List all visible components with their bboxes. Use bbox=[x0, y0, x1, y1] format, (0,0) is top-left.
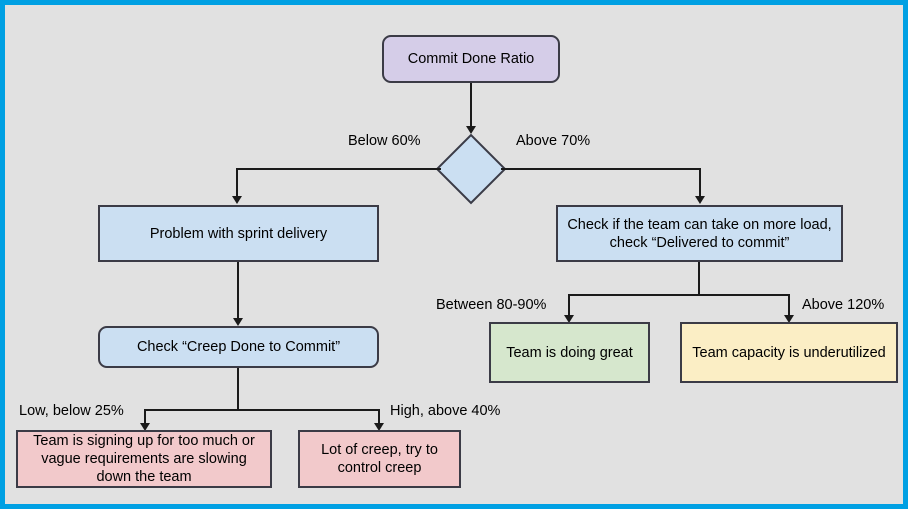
edge-check-creep-left-drop bbox=[144, 409, 146, 426]
node-lot-of-creep[interactable]: Lot of creep, try to control creep bbox=[298, 430, 461, 488]
edge-decision-left-horizontal bbox=[236, 168, 441, 170]
edge-label-between-80-90: Between 80-90% bbox=[436, 297, 547, 313]
node-commit-done-ratio[interactable]: Commit Done Ratio bbox=[382, 35, 560, 83]
arrow-root-to-decision bbox=[466, 126, 476, 134]
edge-decision-right-horizontal bbox=[501, 168, 701, 170]
edge-problem-to-check-creep bbox=[237, 262, 239, 320]
edge-decision-left-vertical bbox=[236, 168, 238, 198]
edge-capacity-left-drop bbox=[568, 294, 570, 317]
edge-capacity-stem bbox=[698, 262, 700, 295]
arrow-to-check-capacity bbox=[695, 196, 705, 204]
arrow-to-lot-of-creep bbox=[374, 423, 384, 431]
edge-capacity-split bbox=[568, 294, 790, 296]
edge-label-above-70: Above 70% bbox=[516, 133, 591, 149]
edge-check-creep-split bbox=[144, 409, 380, 411]
edge-label-above-120: Above 120% bbox=[802, 297, 885, 313]
node-problem-with-sprint-delivery[interactable]: Problem with sprint delivery bbox=[98, 205, 379, 262]
edge-label-high-above-40: High, above 40% bbox=[390, 403, 501, 419]
arrow-to-problem-sprint bbox=[231, 196, 242, 204]
node-decision-diamond[interactable] bbox=[435, 133, 507, 205]
edge-check-creep-right-drop bbox=[378, 409, 380, 426]
node-team-capacity-underutilized[interactable]: Team capacity is underutilized bbox=[680, 322, 898, 383]
edge-check-creep-stem bbox=[237, 368, 239, 410]
node-team-doing-great[interactable]: Team is doing great bbox=[489, 322, 650, 383]
edge-label-low-below-25: Low, below 25% bbox=[19, 403, 124, 419]
node-team-signing-up-too-much[interactable]: Team is signing up for too much or vague… bbox=[16, 430, 272, 488]
arrow-to-doing-great bbox=[563, 315, 574, 323]
arrow-to-signing-up bbox=[139, 423, 150, 431]
edge-decision-right-vertical bbox=[699, 168, 701, 198]
edge-label-below-60: Below 60% bbox=[348, 133, 421, 149]
edge-root-to-decision bbox=[470, 83, 472, 128]
arrow-to-underutilized bbox=[784, 315, 794, 323]
node-check-creep-done-to-commit[interactable]: Check “Creep Done to Commit” bbox=[98, 326, 379, 368]
arrow-to-check-creep bbox=[233, 318, 243, 326]
node-check-team-capacity[interactable]: Check if the team can take on more load,… bbox=[556, 205, 843, 262]
edge-capacity-right-drop bbox=[788, 294, 790, 317]
